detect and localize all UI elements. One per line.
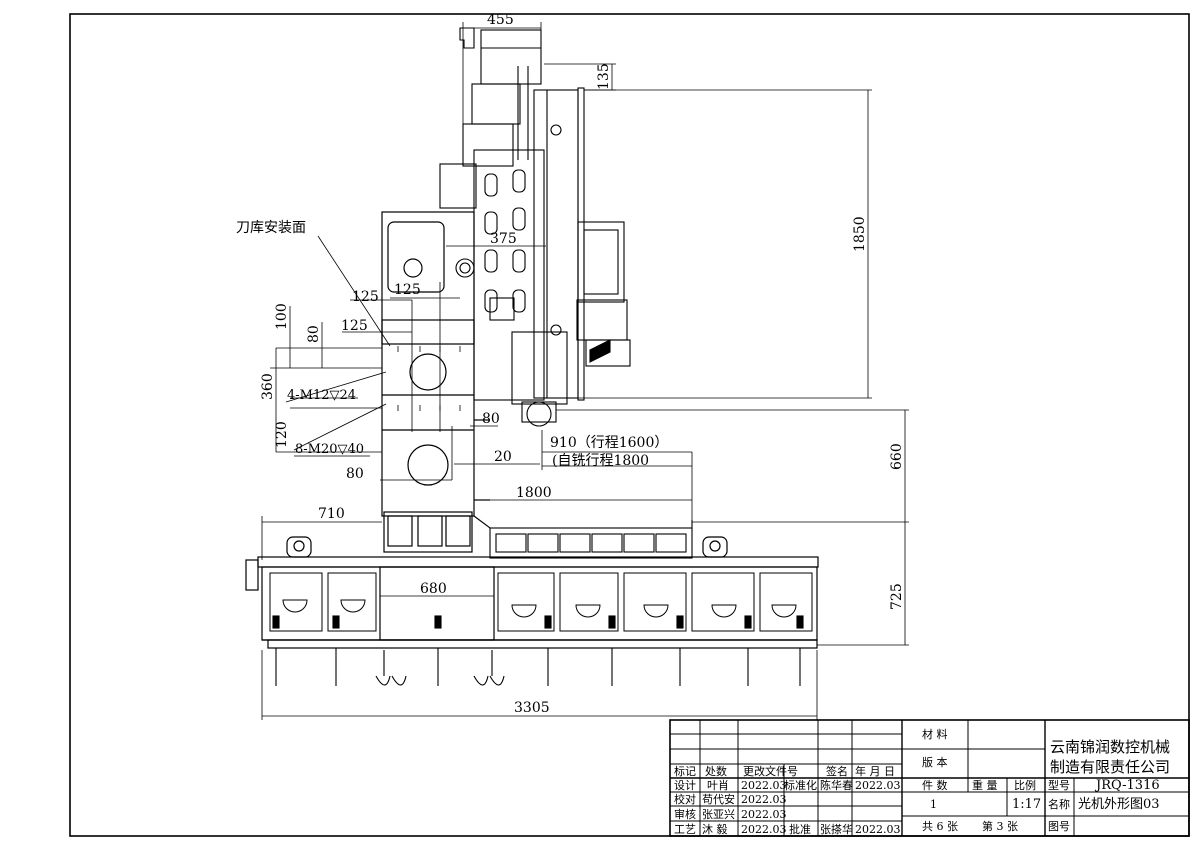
dim-725: 725: [889, 583, 905, 610]
tool-magazine-face-label: 刀库安装面: [236, 220, 306, 236]
rev-header-date: 年 月 日: [855, 764, 895, 778]
dim-80-a: 80: [306, 325, 322, 343]
qty-label: 件 数: [922, 779, 948, 792]
material-label: 材 料: [922, 727, 948, 741]
designer-label: 设计: [674, 779, 696, 792]
rev-header-count: 处数: [705, 765, 727, 778]
checker-date: 2022.03: [741, 793, 787, 806]
drawing-frame: [69, 13, 1190, 837]
dim-125-low: 125: [341, 318, 368, 334]
dim-910: 910（行程1600）: [550, 435, 668, 451]
version-label: 版 本: [922, 755, 948, 769]
weight-label: 重 量: [972, 778, 998, 792]
title-block: [669, 719, 1190, 837]
checker-label: 校对: [674, 792, 696, 806]
dim-20: 20: [494, 449, 512, 465]
dim-120: 120: [274, 421, 290, 448]
dim-3305: 3305: [514, 700, 550, 716]
dim-680: 680: [420, 581, 447, 597]
reviewer-name: 张亚兴: [702, 808, 735, 821]
model-label: 型号: [1048, 778, 1070, 792]
dimension-text: 455 135 1850 375 125 125 125 100 80 360 …: [236, 12, 905, 716]
dim-125-left: 125: [352, 289, 379, 305]
company-name-line1: 云南锦润数控机械: [1050, 738, 1170, 756]
scale-value: 1:17: [1012, 797, 1041, 812]
rev-header-mark: 标记: [674, 764, 696, 778]
company-name-line2: 制造有限责任公司: [1050, 758, 1170, 776]
dim-360: 360: [260, 373, 276, 400]
work-table: [473, 515, 693, 559]
column-guide: [533, 87, 631, 401]
reviewer-label: 审核: [674, 807, 696, 821]
qty-value: 1: [930, 798, 937, 811]
dim-125-top: 125: [394, 282, 421, 298]
checker-name: 苟代安: [702, 792, 735, 806]
approve-label: 批准: [789, 822, 811, 836]
designer-date: 2022.03: [741, 779, 787, 792]
dim-135: 135: [596, 63, 612, 90]
sheet-number: 第 3 张: [982, 819, 1018, 833]
dim-660: 660: [889, 443, 905, 470]
dim-710: 710: [318, 506, 345, 522]
machine-base: [245, 536, 819, 649]
name-value: 光机外形图03: [1078, 797, 1160, 812]
thread-8-m20-label: 8-M20▽40: [295, 442, 364, 457]
model-value: JRQ-1316: [1094, 778, 1160, 793]
column-body: [381, 211, 490, 553]
title-block-text: 标记 处数 更改文件号 签名 年 月 日 设计 叶肖 2022.03 标准化 陈…: [674, 727, 1170, 836]
dimension-lines: [261, 22, 909, 720]
rev-header-sign: 签名: [826, 764, 848, 778]
dim-455: 455: [487, 12, 514, 28]
approver-name: 张搽华: [820, 822, 853, 836]
dim-mill-stroke: (自铣行程1800: [552, 453, 649, 469]
leveling-feet: [272, 615, 804, 686]
drawing-no-label: 图号: [1048, 820, 1070, 833]
rev-header-docno: 更改文件号: [743, 764, 798, 778]
dim-80-c: 80: [346, 466, 364, 482]
process-date: 2022.03: [741, 823, 787, 836]
sheet-count: 共 6 张: [922, 820, 958, 833]
process-label: 工艺: [674, 823, 696, 836]
process-name: 沐 毅: [702, 822, 728, 836]
thread-4-m12-label: 4-M12▽24: [287, 388, 356, 403]
dim-1800: 1800: [516, 485, 552, 501]
designer-name: 叶肖: [707, 778, 729, 792]
dim-1850: 1850: [852, 216, 868, 252]
dim-80-b: 80: [482, 411, 500, 427]
reviewer-date: 2022.03: [741, 808, 787, 821]
spindle-head: [439, 27, 568, 427]
dim-375: 375: [490, 231, 517, 247]
standard-label: 标准化: [784, 778, 817, 792]
approve-date: 2022.03: [855, 823, 901, 836]
dim-100: 100: [274, 303, 290, 330]
name-label: 名称: [1048, 797, 1070, 811]
standard-name: 陈华春: [820, 778, 853, 792]
scale-label: 比例: [1014, 778, 1036, 792]
standard-date: 2022.03: [855, 779, 901, 792]
